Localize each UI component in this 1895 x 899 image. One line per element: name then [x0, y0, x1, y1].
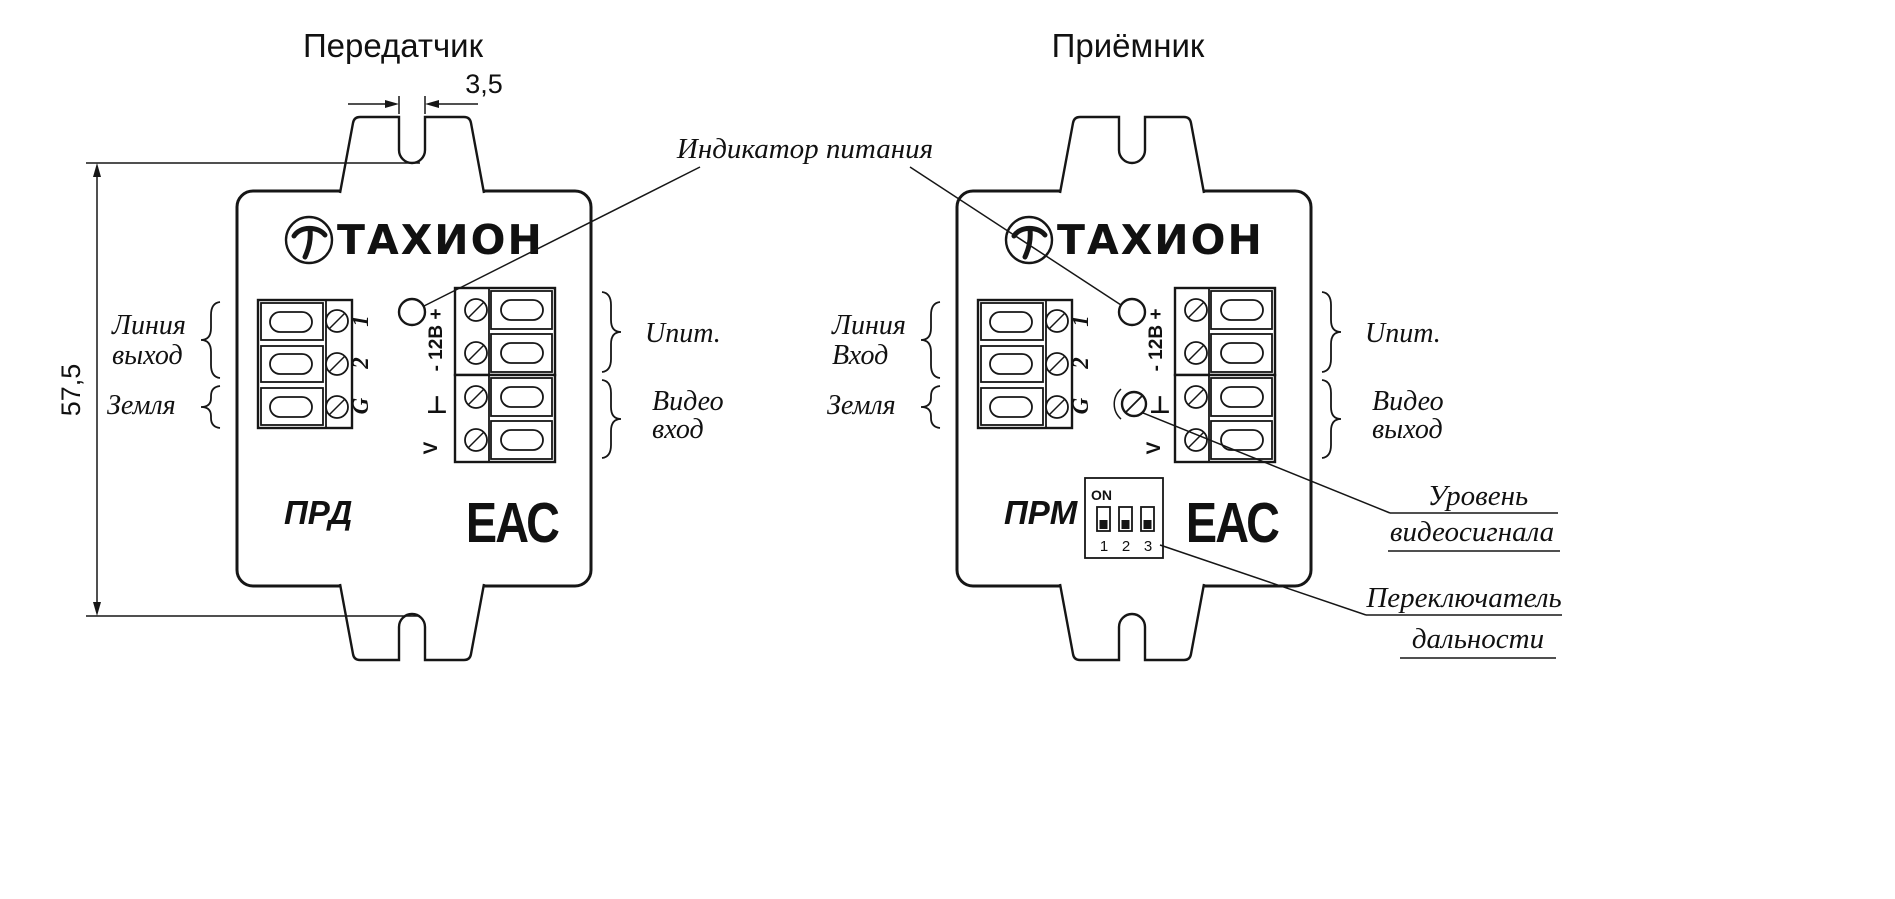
video-level-label-2: видеосигнала — [1390, 516, 1554, 548]
dip-pos1-label: 1 — [1100, 538, 1108, 555]
range-switch-callout: Переключатель дальности — [1159, 544, 1562, 659]
line-label-2: выход — [112, 340, 183, 371]
power-rail-label: - 12В + — [426, 309, 447, 372]
video-label-1: Видео — [652, 386, 724, 417]
receiver-model-label: ПРМ — [1004, 494, 1079, 531]
eac-mark: ЕАС — [466, 491, 559, 554]
ground-label: Земля — [827, 390, 896, 421]
arrowhead-icon — [425, 100, 439, 108]
dip-pos2-label: 2 — [1122, 538, 1130, 555]
arrowhead-icon — [385, 100, 399, 108]
transmitter-title: Передатчик — [303, 27, 484, 64]
power-brace — [601, 291, 622, 373]
dip-pos3-label: 3 — [1144, 538, 1152, 555]
range-switch-label-2: дальности — [1412, 623, 1544, 655]
ground-symbol: ⊥ — [426, 391, 448, 419]
leader-line — [423, 166, 701, 307]
ground-label: Земля — [107, 390, 176, 421]
video-out-brace — [1321, 379, 1342, 459]
dip-switch: ON 1 2 3 — [1084, 477, 1164, 559]
leader-line — [1142, 412, 1391, 514]
ground-brace — [200, 385, 221, 429]
video-in-brace — [601, 379, 622, 459]
brand-wordmark: ТАХИОН — [337, 216, 544, 264]
ground-brace — [920, 385, 941, 429]
video-level-label-1: Уровень — [1428, 480, 1528, 512]
power-label: Uпит. — [1365, 318, 1441, 349]
slot-width-value: 3,5 — [465, 69, 503, 99]
video-symbol: V — [421, 441, 442, 454]
dip-lever-2-actuator — [1121, 520, 1130, 529]
pin-g-label: G — [348, 397, 373, 414]
line-label-2: Вход — [832, 340, 888, 371]
range-switch-label-1: Переключатель — [1365, 582, 1561, 614]
height-value: 57,5 — [56, 364, 86, 417]
dip-lever-1-actuator — [1099, 520, 1108, 529]
video-symbol: V — [1144, 441, 1165, 454]
pin1-label: 1 — [348, 315, 373, 327]
power-rail-label: - 12В + — [1146, 309, 1167, 372]
power-indicator-callout: Индикатор питания — [423, 133, 1122, 307]
pin-g-label: G — [1068, 397, 1093, 414]
power-brace — [1321, 291, 1342, 373]
trimmer-slot-icon — [1125, 395, 1143, 413]
pin2-label: 2 — [348, 357, 373, 370]
brand-logo-icon — [286, 217, 332, 263]
transmitter: Передатчик ТАХИОН Линия выход Земля Uпит… — [107, 27, 724, 660]
video-label-2: выход — [1372, 414, 1443, 445]
receiver-title: Приёмник — [1052, 27, 1205, 64]
leader-line — [909, 166, 1122, 306]
receiver: ON 1 2 3 Приёмник ТАХИОН Линия Вход Земл… — [827, 27, 1444, 660]
line-label-1: Линия — [111, 310, 186, 341]
arrowhead-icon — [93, 163, 101, 177]
brand-wordmark: ТАХИОН — [1057, 216, 1264, 264]
power-indicator-label: Индикатор питания — [676, 133, 933, 165]
video-label-2: вход — [652, 414, 704, 445]
pin1-label: 1 — [1068, 315, 1093, 327]
line-label-1: Линия — [831, 310, 906, 341]
dimension-slot-width: 3,5 — [348, 69, 503, 114]
arrowhead-icon — [93, 602, 101, 616]
line-out-brace — [200, 301, 221, 379]
ground-symbol: ⊥ — [1149, 391, 1171, 419]
dimension-height: 57,5 — [56, 162, 420, 617]
line-in-brace — [920, 301, 941, 379]
dip-lever-3-actuator — [1143, 520, 1152, 529]
transmitter-model-label: ПРД — [284, 494, 352, 531]
power-label: Uпит. — [645, 318, 721, 349]
video-level-callout: Уровень видеосигнала — [1142, 412, 1560, 552]
dip-on-label: ON — [1091, 487, 1112, 503]
transmitter-enclosure — [237, 117, 591, 660]
pin2-label: 2 — [1068, 357, 1093, 370]
leader-line — [1159, 544, 1367, 616]
video-label-1: Видео — [1372, 386, 1444, 417]
trimmer-rotation-arc-icon — [1113, 388, 1122, 420]
eac-mark: ЕАС — [1186, 491, 1279, 554]
